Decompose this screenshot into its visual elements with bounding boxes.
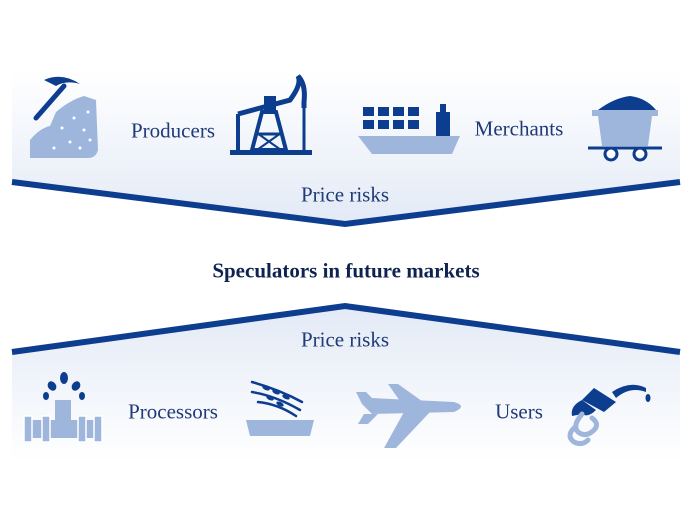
users-label: Users xyxy=(495,399,543,424)
bottom-price-risks-label: Price risks xyxy=(300,327,390,352)
bottom-arrow-line xyxy=(11,302,681,355)
top-price-risks-label: Price risks xyxy=(300,182,390,207)
cargo-ship-icon xyxy=(358,104,460,154)
center-title: Speculators in future markets xyxy=(212,258,480,283)
bottom-band xyxy=(12,306,680,462)
top-band xyxy=(12,70,680,224)
processors-label: Processors xyxy=(128,399,218,424)
oil-pump-icon xyxy=(230,74,312,155)
top-arrow-line xyxy=(11,179,681,228)
airplane-icon xyxy=(356,384,461,448)
grain-tray-icon xyxy=(246,380,314,436)
pipeline-valve-icon xyxy=(23,372,103,443)
merchants-label: Merchants xyxy=(474,116,564,141)
mining-icon xyxy=(30,76,98,158)
coal-wagon-icon xyxy=(588,96,662,162)
producers-label: Producers xyxy=(131,118,215,143)
fuel-nozzle-icon xyxy=(567,384,651,447)
